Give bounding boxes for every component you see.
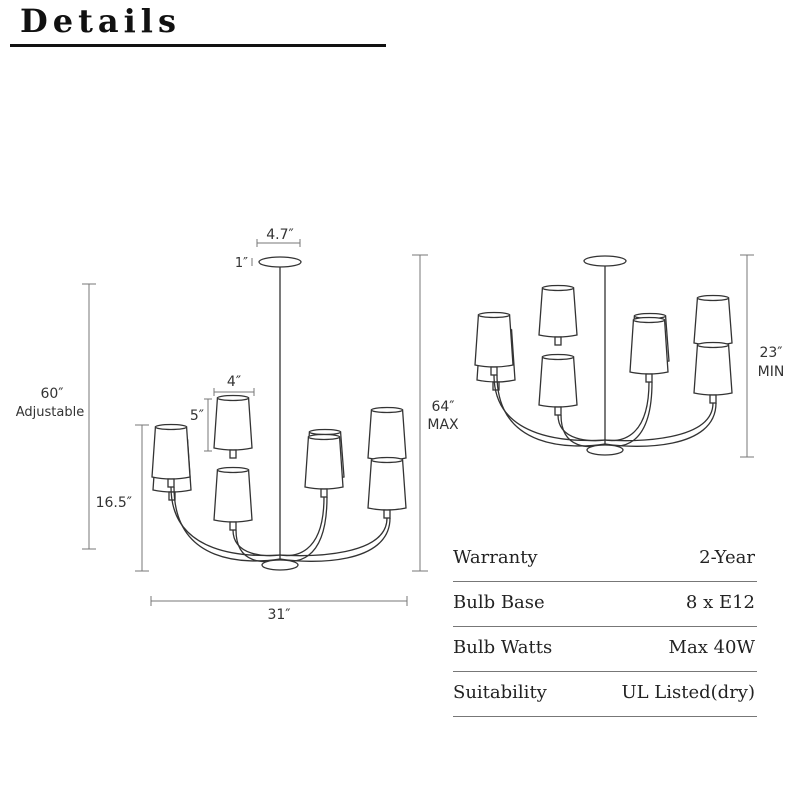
- socket: [229, 521, 237, 531]
- socket: [645, 373, 653, 383]
- spec-row-warranty: Warranty 2-Year: [453, 537, 757, 582]
- max-height-label: 64″: [431, 399, 454, 415]
- dimension-lines: [82, 239, 754, 606]
- lamp-shade-rim: [216, 394, 250, 402]
- lamp-shade-rim: [216, 466, 250, 474]
- lamp-shade-rim: [696, 294, 730, 302]
- title-underline: [10, 44, 386, 47]
- lamp-shade-rim: [370, 456, 404, 464]
- spec-value: UL Listed(dry): [621, 681, 755, 703]
- spec-row-bulb-base: Bulb Base 8 x E12: [453, 582, 757, 627]
- lamp-shade-rim: [541, 284, 575, 292]
- lamp-shade-rim: [541, 353, 575, 361]
- lamp-shade-rim: [370, 406, 404, 414]
- canopy-height-label: 1″: [235, 256, 248, 271]
- spec-label: Suitability: [453, 681, 547, 703]
- shade-width-label: 4″: [227, 374, 241, 390]
- socket: [229, 449, 237, 459]
- spec-value: 8 x E12: [685, 591, 755, 613]
- lamp-shade-rim: [477, 311, 511, 319]
- socket: [554, 406, 562, 416]
- arm: [604, 402, 717, 447]
- arm: [279, 496, 325, 557]
- arm: [232, 529, 281, 557]
- arm: [173, 486, 281, 562]
- lamp-shade: [304, 436, 344, 490]
- spec-value: Max 40W: [668, 636, 755, 658]
- spec-label: Bulb Watts: [453, 636, 553, 658]
- lamp-shade: [474, 314, 514, 368]
- socket: [167, 478, 175, 488]
- spec-row-bulb-watts: Bulb Watts Max 40W: [453, 627, 757, 672]
- arm: [235, 529, 281, 563]
- lamp-shade-rim: [154, 423, 188, 431]
- lamp-shade: [151, 426, 191, 480]
- lamp-shade: [538, 287, 578, 338]
- arm: [604, 381, 650, 442]
- lamp-shade: [213, 397, 253, 451]
- socket: [383, 509, 391, 519]
- arm: [560, 414, 606, 448]
- arm: [604, 402, 714, 442]
- socket: [320, 488, 328, 498]
- lamp-shade: [367, 459, 407, 511]
- shade-height-label: 5″: [190, 408, 204, 424]
- arm: [279, 517, 388, 557]
- lamp-shade-rim: [696, 341, 730, 349]
- center-hub: [586, 444, 624, 456]
- max-height-note: MAX: [427, 417, 459, 433]
- canopy: [583, 255, 627, 267]
- min-height-note: MIN: [758, 364, 785, 380]
- lamp-shade: [629, 319, 669, 375]
- width-label: 31″: [267, 607, 290, 623]
- socket: [490, 366, 498, 376]
- arm: [279, 517, 391, 562]
- min-height-label: 23″: [759, 345, 782, 361]
- overall-height-note: Adjustable: [16, 405, 84, 420]
- canopy-width-label: 4.7″: [266, 227, 294, 243]
- body-height-label: 16.5″: [96, 495, 132, 511]
- lamp-shade-rim: [308, 428, 342, 436]
- lamp-shade-rim: [307, 433, 341, 441]
- lamp-shade: [213, 469, 253, 523]
- center-hub: [261, 559, 299, 571]
- spec-value: 2-Year: [699, 546, 755, 568]
- page-title: Details: [20, 2, 181, 40]
- lamp-shade: [693, 297, 733, 346]
- canopy: [258, 256, 302, 268]
- socket: [554, 336, 562, 346]
- spec-table: Warranty 2-Year Bulb Base 8 x E12 Bulb W…: [453, 537, 757, 717]
- lamp-shade: [693, 344, 733, 396]
- spec-row-suitability: Suitability UL Listed(dry): [453, 672, 757, 717]
- spec-label: Warranty: [453, 546, 538, 568]
- lamp-shade: [367, 409, 407, 461]
- lamp-shade: [538, 356, 578, 408]
- arm: [496, 374, 606, 447]
- arm: [557, 414, 606, 442]
- spec-label: Bulb Base: [453, 591, 545, 613]
- chandelier-drawings: [151, 255, 733, 571]
- socket: [709, 394, 717, 404]
- lamp-shade-rim: [632, 316, 666, 324]
- overall-height-label: 60″: [40, 386, 63, 402]
